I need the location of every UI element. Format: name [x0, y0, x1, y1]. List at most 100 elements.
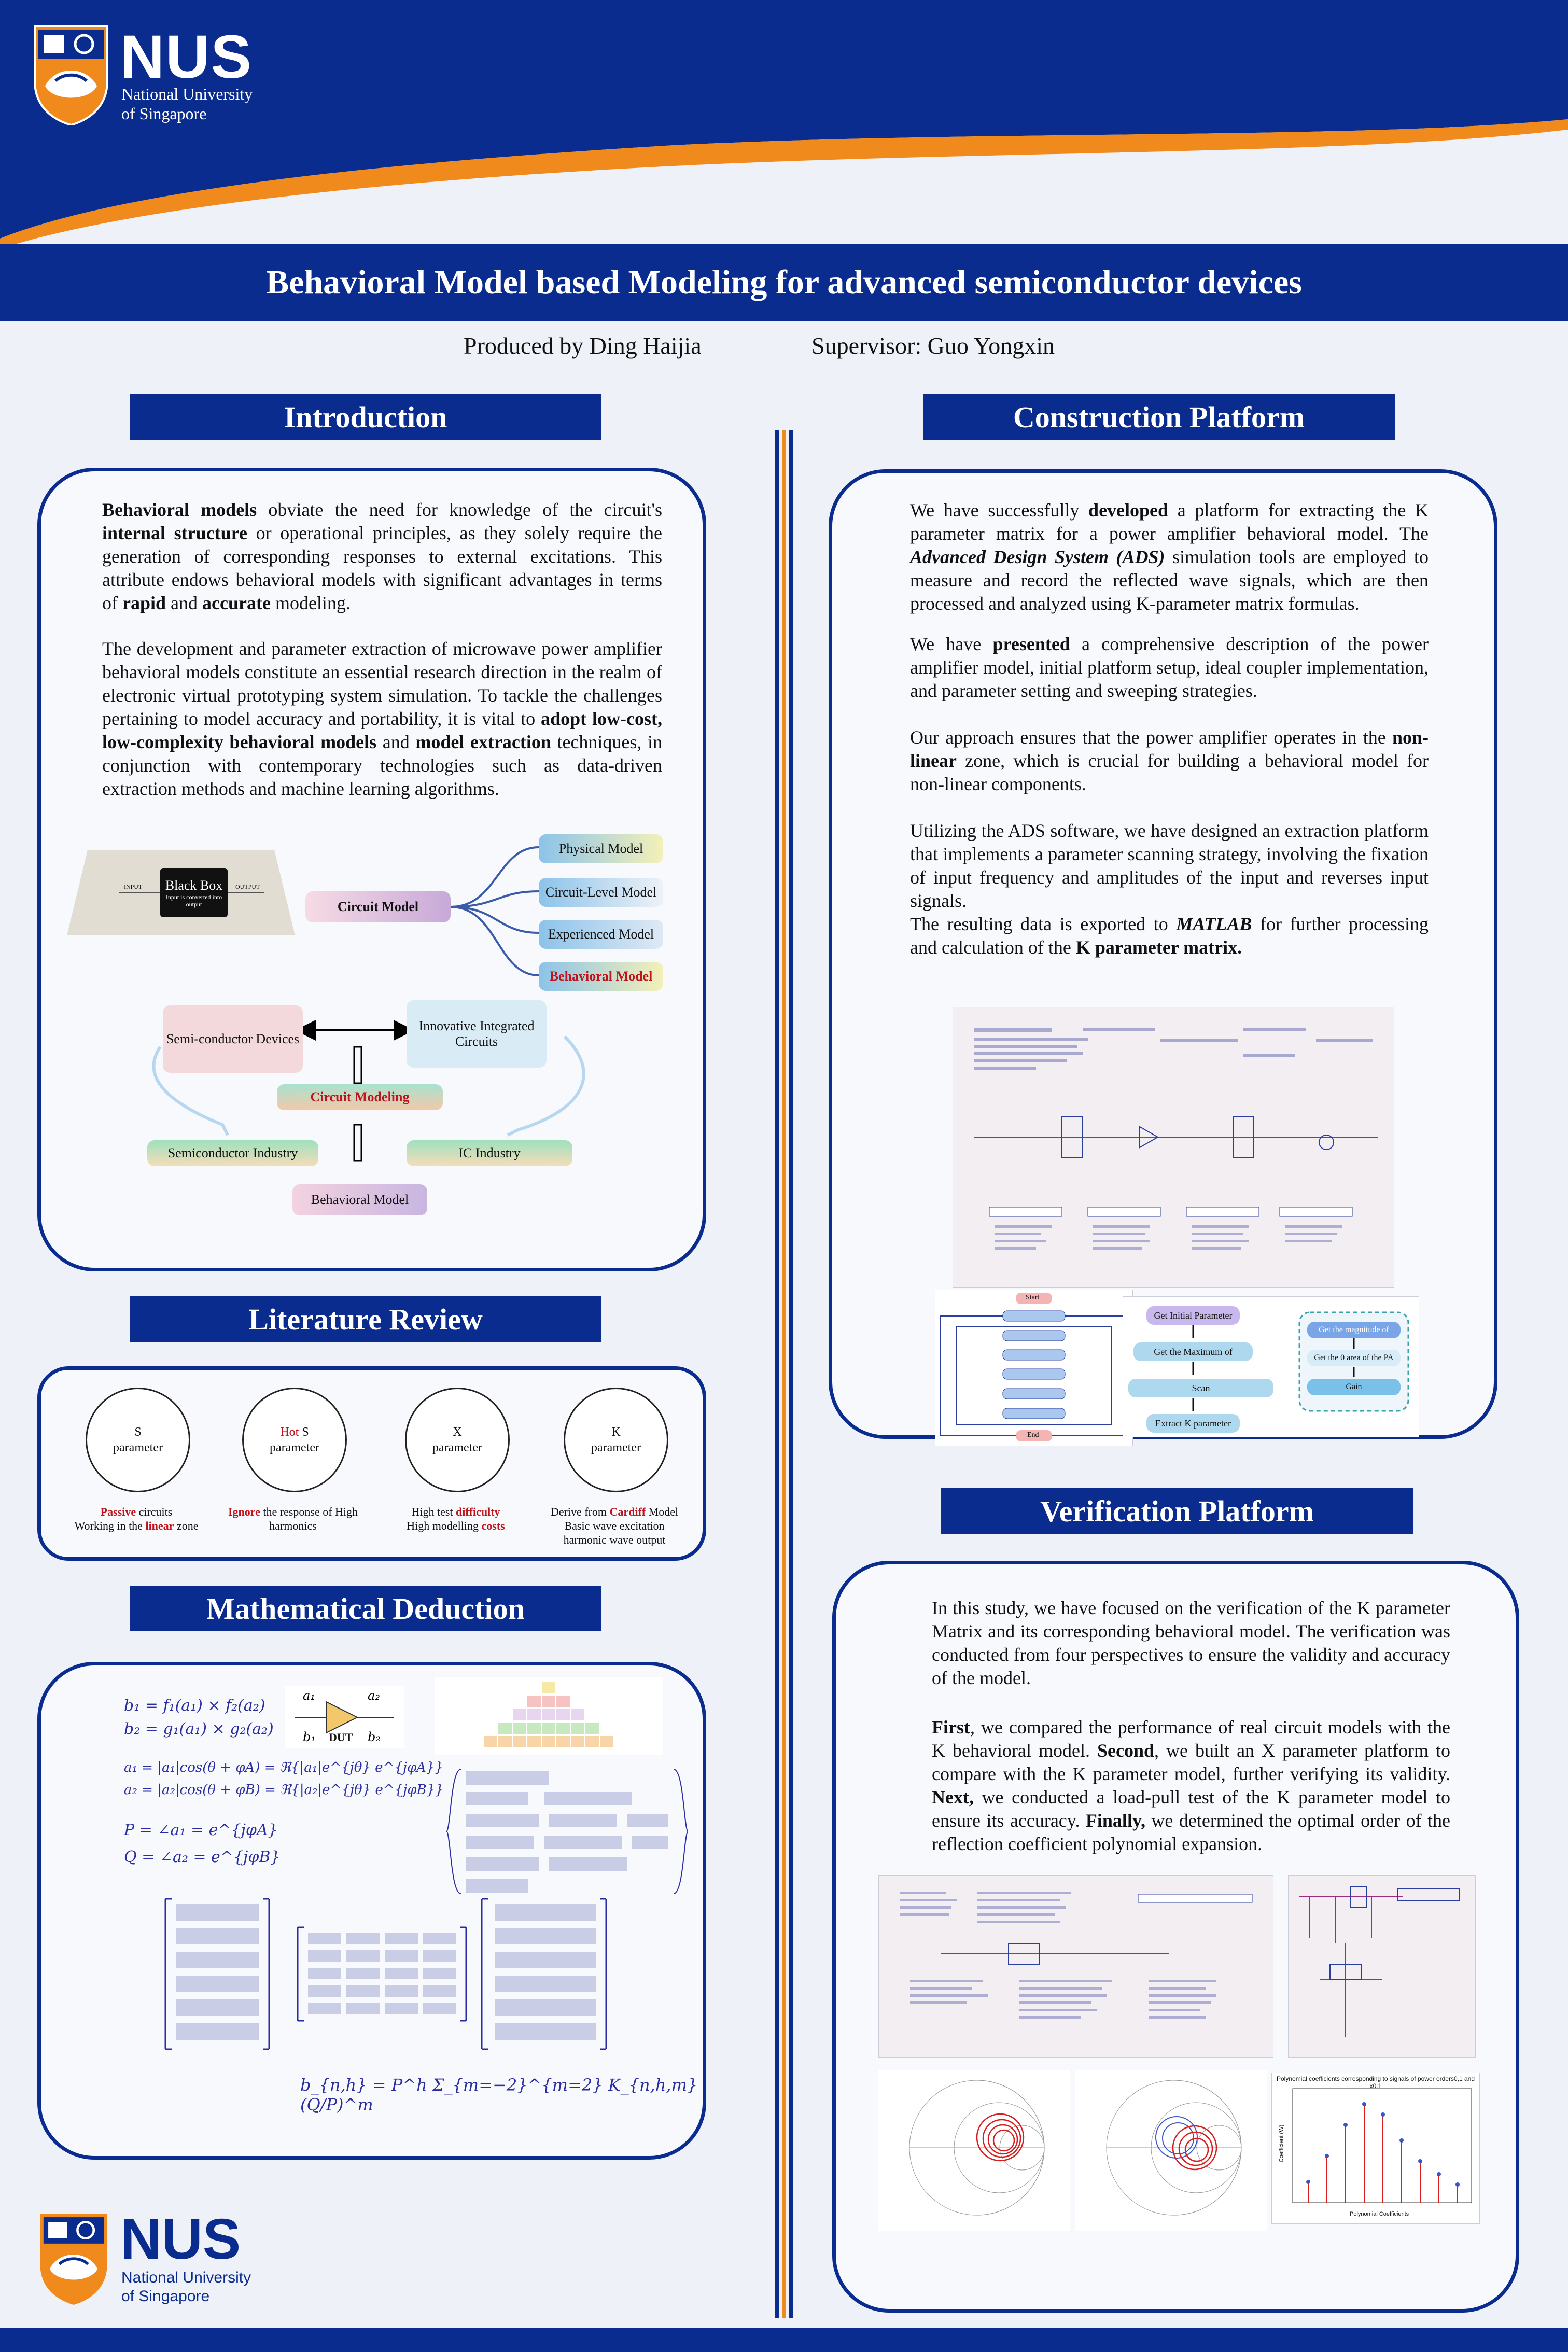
nus-name-bottom-line1: National University: [121, 2269, 251, 2286]
caption-costs: costs: [481, 1519, 505, 1532]
extraction-flow-figure: Get Initial Parameter Get the Maximum of…: [1123, 1296, 1419, 1437]
triangle-cell: [542, 1682, 555, 1693]
matrix-k-entry: [423, 2003, 456, 2014]
construction-panel: We have successfully developed a platfor…: [829, 469, 1497, 1446]
dut-b1: b₁: [303, 1730, 316, 1744]
matrix-rhs-entry: [495, 2023, 596, 2040]
triangle-cell: [556, 1696, 570, 1707]
construction-paragraph-1: We have successfully developed a platfor…: [910, 500, 1429, 614]
flow-step-initial: Get Initial Parameter: [1146, 1306, 1240, 1325]
triangle-cell: [585, 1736, 599, 1747]
x-parameter-caption: High test difficulty High modelling cost…: [378, 1505, 534, 1533]
construction-paragraph-2: We have presented a comprehensive descri…: [910, 634, 1429, 701]
matrix-k-entry: [346, 1933, 380, 1944]
chart-xlabel: Polynomial Coefficients: [1350, 2211, 1409, 2217]
intro-diagram: Black Box Input is converted into output…: [41, 834, 710, 1270]
stem-marker: [1399, 2138, 1404, 2143]
triangle-cell: [542, 1723, 555, 1734]
caption-cardiff: Cardiff: [609, 1505, 646, 1518]
matrix-rhs-entry: [495, 1999, 596, 2016]
matrix-k-entry: [346, 1968, 380, 1979]
input-label: INPUT: [124, 883, 143, 890]
caption-ignore: Ignore: [228, 1505, 260, 1518]
x-parameter-sub: parameter: [432, 1441, 482, 1454]
ads-schematic-figure: [953, 1007, 1394, 1288]
triangle-cell: [513, 1736, 526, 1747]
flow-step-maximum: Get the Maximum of: [1133, 1342, 1253, 1361]
eq-b2: b₂ = g₁(a₁) × g₂(a₂): [124, 1720, 274, 1738]
triangle-cell: [513, 1709, 526, 1720]
k-parameter-caption: Derive from Cardiff Model Basic wave exc…: [537, 1505, 692, 1547]
caption-model: Model: [646, 1505, 679, 1518]
expansion-formula: [446, 1769, 689, 1894]
dut-b2: b₂: [368, 1730, 381, 1744]
credits: Produced by Ding Haijia Supervisor: Guo …: [0, 332, 1568, 368]
nus-logo: NUS National University of Singapore: [32, 23, 302, 138]
load-pull-schematic-figure: [1288, 1875, 1476, 2058]
chart-title: Polynomial coefficients corresponding to…: [1277, 2075, 1475, 2090]
triangle-cell: [542, 1696, 555, 1707]
smith-chart-1-drawing: [909, 2080, 1045, 2216]
construction-paragraph-3: Our approach ensures that the power ampl…: [910, 727, 1429, 794]
matrix-k-entry: [385, 1968, 418, 1979]
matrix-k-entry: [423, 1933, 456, 1944]
hot-s-parameter-caption: Ignore the response of High harmonics: [215, 1505, 371, 1533]
matrix-k-entry: [423, 1968, 456, 1979]
stem-marker: [1381, 2112, 1385, 2117]
sweep-flowchart-drawing: [940, 1293, 1128, 1441]
stem-marker: [1306, 2180, 1310, 2184]
x-parameter-circle: X parameter: [405, 1388, 510, 1492]
matrix-k-entry: [308, 1968, 341, 1979]
verification-paragraph-1: In this study, we have focused on the ve…: [932, 1598, 1450, 1688]
flow-step-extract: Extract K parameter: [1146, 1414, 1240, 1433]
header-background: [0, 0, 1568, 249]
eq-a2: a₂ = |a₂|cos(θ + φB) = ℜ{|a₂|e^{jθ} e^{j…: [124, 1782, 444, 1798]
flow-right-magnitude: Get the magnitude of: [1307, 1322, 1401, 1338]
matrix-lhs-entry: [176, 1904, 259, 1921]
nus-crest-bottom-icon: [40, 2214, 107, 2305]
experienced-model-node: Experienced Model: [539, 920, 663, 949]
triangle-cell: [513, 1723, 526, 1734]
nus-wordmark: NUS: [120, 23, 253, 91]
matrix-k-entry: [308, 1933, 341, 1944]
semiconductor-devices-node: Semi-conductor Devices: [163, 1005, 303, 1073]
stem-marker: [1455, 2182, 1460, 2187]
intro-paragraph-2: The development and parameter extraction…: [102, 638, 663, 799]
nus-crest-icon: [34, 25, 108, 125]
circuit-modeling-node: Circuit Modeling: [277, 1084, 443, 1110]
k-parameter-sub: parameter: [591, 1441, 641, 1454]
circuit-level-model-node: Circuit-Level Model: [539, 878, 663, 907]
construction-heading: Construction Platform: [923, 394, 1395, 440]
caption-derive: Derive from: [550, 1505, 610, 1518]
caption-passive: Passive: [100, 1505, 136, 1518]
caption-harmonic-wave: harmonic wave output: [563, 1533, 666, 1546]
literature-heading: Literature Review: [130, 1296, 601, 1342]
nus-name: National University of Singapore: [121, 84, 253, 123]
matrix-rhs-entry: [495, 1976, 596, 1992]
hot-s-parameter-sub: parameter: [270, 1441, 319, 1454]
matrix-k-entry: [346, 2003, 380, 2014]
flow-step-scan: Scan: [1128, 1379, 1273, 1397]
stem-marker: [1418, 2159, 1422, 2163]
triangle-cell: [556, 1723, 570, 1734]
circuit-model-node: Circuit Model: [305, 891, 451, 922]
nus-name-line2: of Singapore: [121, 104, 207, 123]
eq-q: Q = ∠a₂ = e^{jφB}: [124, 1848, 281, 1866]
eq-bnh: b_{n,h} = P^h Σ_{m=−2}^{m=2} K_{n,h,m} (…: [300, 2075, 698, 2115]
dut-a2: a₂: [368, 1688, 380, 1703]
matrix-rhs-entry: [495, 1952, 596, 1968]
triangle-cell: [527, 1709, 541, 1720]
triangle-cell: [585, 1723, 599, 1734]
eq-a1: a₁ = |a₁|cos(θ + φA) = ℜ{|a₁|e^{jθ} e^{j…: [124, 1760, 444, 1775]
chart-plot: [1292, 2088, 1472, 2203]
verification-heading: Verification Platform: [941, 1488, 1413, 1534]
hot-s-parameter-circle: Hot S parameter: [242, 1388, 347, 1492]
smith-chart-1: [878, 2070, 1070, 2231]
matrix-rhs-entry: [495, 1928, 596, 1944]
s-parameter-title: S: [134, 1425, 142, 1439]
matrix-lhs-entry: [176, 1928, 259, 1944]
column-divider: [775, 430, 793, 2318]
matrix-k-entry: [423, 1950, 456, 1962]
k-matrix-formula: [164, 1898, 607, 2050]
k-parameter-circle: K parameter: [564, 1388, 668, 1492]
